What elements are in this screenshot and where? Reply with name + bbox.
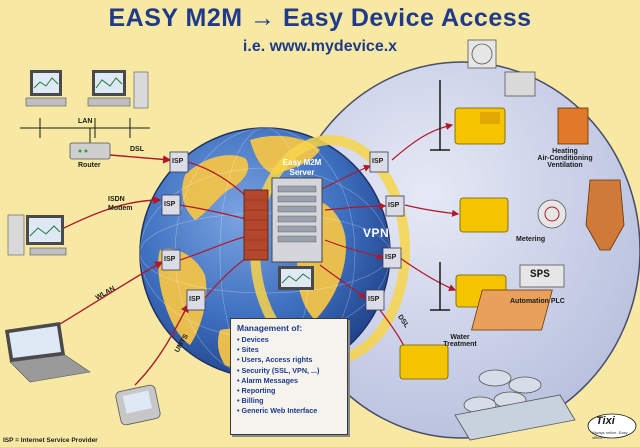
server-label-line2: Server <box>289 168 315 177</box>
label-isdn: ISDN <box>108 196 125 203</box>
management-list: Devices Sites Users, Access rights Secur… <box>237 335 341 417</box>
device-metering <box>459 179 625 251</box>
management-item: Devices <box>237 335 341 345</box>
device-water <box>399 344 576 441</box>
isp-label-7: ISP <box>385 254 397 261</box>
server-label-line1: Easy M2M <box>282 158 322 167</box>
antenna-top <box>430 80 450 151</box>
label-sps: SPS <box>530 269 550 281</box>
management-item: Generic Web Interface <box>237 406 341 416</box>
device-hvac-fan <box>467 39 589 145</box>
label-automation: Automation PLC <box>510 298 565 305</box>
monitor-below-server <box>278 266 314 290</box>
management-item: Sites <box>237 345 341 355</box>
tixi-logo: Tixi <box>596 415 615 427</box>
lan-network <box>20 118 150 143</box>
isp-label-5: ISP <box>372 158 384 165</box>
label-lan: LAN <box>78 118 93 125</box>
isp-label-3: ISP <box>164 256 176 263</box>
vpn-label: VPN <box>363 226 390 240</box>
isp-label-4: ISP <box>189 296 201 303</box>
label-modem: Modem <box>108 205 133 212</box>
management-item: Alarm Messages <box>237 376 341 386</box>
page-title: EASY M2M → Easy Device Access <box>108 4 532 32</box>
management-item: Billing <box>237 396 341 406</box>
label-water-1: Water <box>450 334 470 341</box>
label-hvac-2: Air-Conditioning <box>537 155 593 162</box>
easy-m2m-server <box>243 177 323 263</box>
label-hvac-1: Heating <box>552 148 578 155</box>
label-hvac: Heating Air-Conditioning Ventilation <box>530 148 600 169</box>
label-hvac-3: Ventilation <box>547 162 583 169</box>
isp-label-6: ISP <box>388 202 400 209</box>
server-to-isp-links <box>319 164 387 299</box>
label-water-2: Treatment <box>443 341 477 348</box>
management-item: Reporting <box>237 386 341 396</box>
label-dsl-left: DSL <box>130 146 144 153</box>
isp-to-device-links <box>379 122 460 362</box>
laptop-wlan <box>5 322 91 383</box>
isp-footnote: ISP = Internet Service Provider <box>3 437 98 444</box>
tixi-logo-shape <box>587 413 637 439</box>
label-metering: Metering <box>516 236 546 243</box>
management-title: Management of: <box>237 323 303 333</box>
router-device <box>69 142 111 160</box>
antenna-mid <box>430 262 450 311</box>
pda-umts <box>115 384 161 426</box>
isp-label-1: ISP <box>172 158 184 165</box>
page-subtitle: i.e. www.mydevice.x <box>242 38 398 55</box>
device-plc <box>455 264 565 331</box>
pc-isdn <box>7 214 67 256</box>
isp-nodes-right <box>365 151 405 311</box>
label-water: Water Treatment <box>440 334 480 348</box>
management-item: Security (SSL, VPN, ...) <box>237 366 341 376</box>
server-label: Easy M2M Server <box>262 158 342 178</box>
isp-nodes-left <box>161 151 206 311</box>
label-router: Router <box>78 162 101 169</box>
management-panel: Management of: Devices Sites Users, Acce… <box>230 318 348 435</box>
pc-left-top <box>25 70 67 107</box>
isp-label-2: ISP <box>164 201 176 208</box>
device-hvac-controller <box>454 107 506 145</box>
pc-left-top-2 <box>87 70 149 109</box>
management-item: Users, Access rights <box>237 355 341 365</box>
left-links <box>49 154 189 386</box>
tixi-logo-tagline: Always online. Easy offline. <box>592 430 628 440</box>
isp-label-8: ISP <box>368 296 380 303</box>
